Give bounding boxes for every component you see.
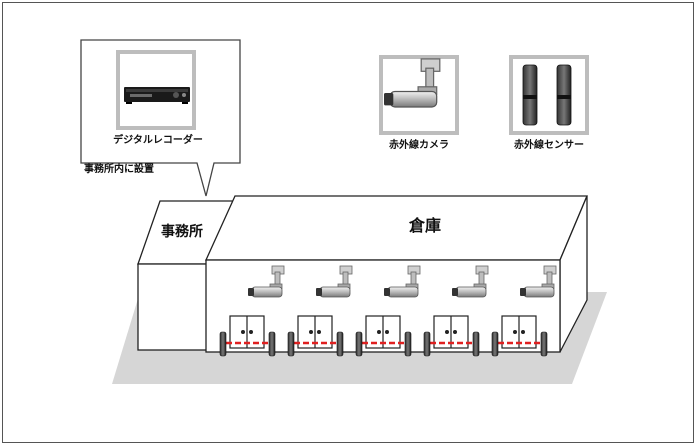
ir-sensor-post-left — [287, 331, 295, 357]
warehouse-label: 倉庫 — [408, 216, 441, 235]
ir-sensor-post-left — [491, 331, 499, 357]
bay-1 — [219, 265, 285, 357]
bay-3 — [355, 265, 421, 357]
ir-sensor-post-right — [336, 331, 344, 357]
warehouse-bays — [219, 265, 557, 357]
install-location-note: 事務所内に設置 — [84, 162, 154, 175]
office-label: 事務所 — [161, 223, 203, 240]
ir-sensor-icon — [522, 64, 572, 126]
sensor-legend-label: 赤外線センサー — [514, 138, 584, 151]
ir-sensor-post-left — [423, 331, 431, 357]
ir-sensor-post-left — [355, 331, 363, 357]
dvr-label: デジタルレコーダー — [113, 133, 203, 146]
ir-sensor-post-left — [219, 331, 227, 357]
ir-sensor-post-right — [268, 331, 276, 357]
camera-legend-label: 赤外線カメラ — [389, 138, 449, 151]
sensor-thumbnail-frame — [509, 55, 589, 135]
bay-4 — [423, 265, 489, 357]
office-building — [137, 200, 235, 351]
dvr-icon — [124, 87, 190, 104]
ir-sensor-post-right — [472, 331, 480, 357]
ir-sensor-post-right — [404, 331, 412, 357]
ir-sensor-post-right — [540, 331, 548, 357]
bay-5 — [491, 265, 557, 357]
bay-2 — [287, 265, 353, 357]
